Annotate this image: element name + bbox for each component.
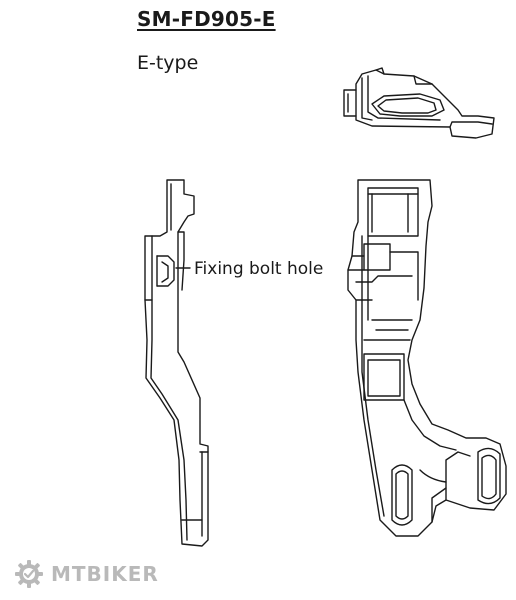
gear-icon xyxy=(15,560,43,588)
watermark-logo: MTBIKER xyxy=(14,559,159,589)
perspective-view xyxy=(343,67,495,139)
fixing-bolt-hole-label: Fixing bolt hole xyxy=(194,259,324,279)
diagram-title: SM-FD905-E xyxy=(137,7,276,31)
diagram-subtitle: E-type xyxy=(137,52,199,74)
watermark-text: MTBIKER xyxy=(51,562,159,586)
side-view xyxy=(144,179,209,547)
front-view xyxy=(347,179,507,537)
